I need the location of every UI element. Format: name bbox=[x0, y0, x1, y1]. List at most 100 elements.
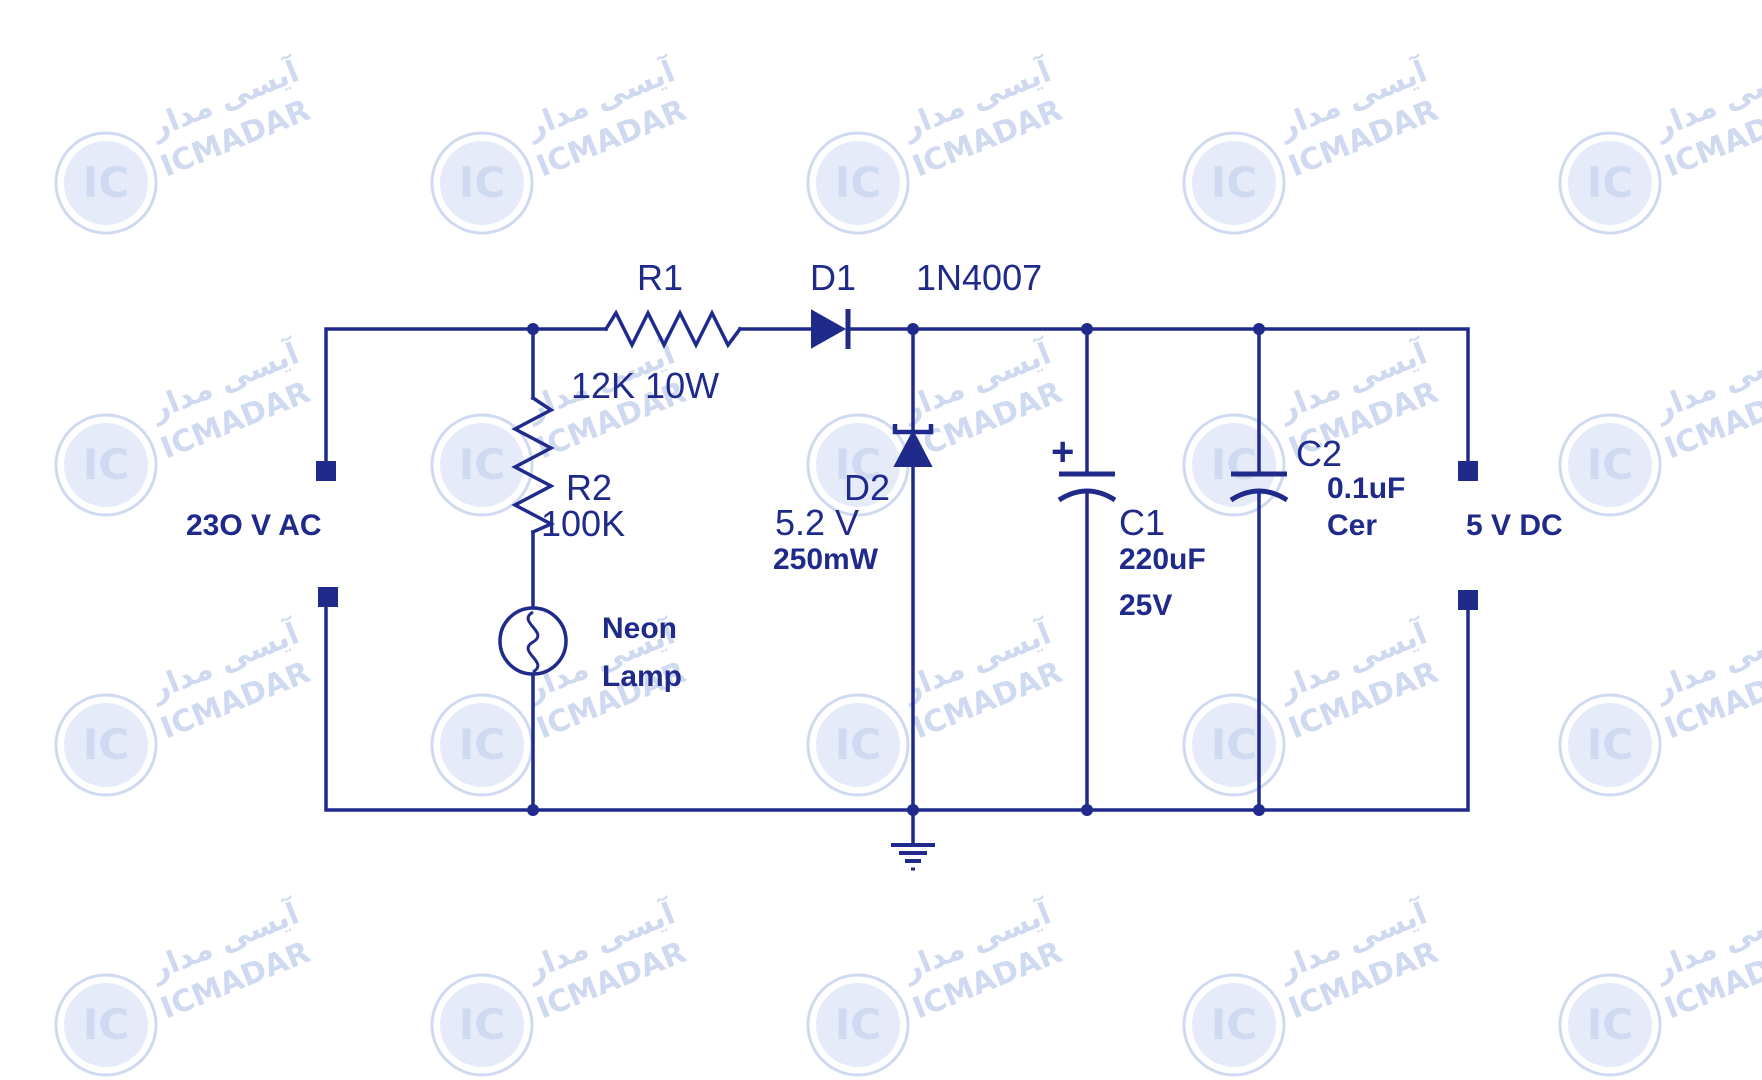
junction-dot bbox=[527, 804, 539, 816]
junction-dot bbox=[907, 804, 919, 816]
svg-text:IC: IC bbox=[1211, 720, 1257, 769]
svg-text:آیسی مدار: آیسی مدار bbox=[1647, 334, 1762, 428]
svg-text:ICMADAR: ICMADAR bbox=[1660, 375, 1762, 466]
junction-dot bbox=[1081, 323, 1093, 335]
svg-text:ICMADAR: ICMADAR bbox=[1660, 93, 1762, 184]
svg-text:ICMADAR: ICMADAR bbox=[1284, 93, 1443, 184]
svg-text:آیسی مدار: آیسی مدار bbox=[895, 334, 1056, 428]
svg-text:IC: IC bbox=[1587, 158, 1633, 207]
neon-label-line1: Neon bbox=[602, 612, 677, 645]
svg-text:ICMADAR: ICMADAR bbox=[1660, 935, 1762, 1026]
svg-text:IC: IC bbox=[1211, 1000, 1257, 1049]
junction-dot bbox=[907, 323, 919, 335]
svg-text:IC: IC bbox=[83, 720, 129, 769]
r2-value-label: 100K bbox=[541, 503, 625, 544]
svg-text:IC: IC bbox=[1587, 1000, 1633, 1049]
ac-terminal-top bbox=[316, 461, 336, 481]
svg-text:آیسی مدار: آیسی مدار bbox=[1271, 52, 1432, 146]
junction-dot bbox=[1253, 323, 1265, 335]
svg-text:آیسی مدار: آیسی مدار bbox=[1647, 614, 1762, 708]
dc-terminal-top bbox=[1458, 461, 1478, 481]
d1-name-label: D1 bbox=[810, 257, 856, 298]
svg-text:IC: IC bbox=[83, 158, 129, 207]
svg-text:آیسی مدار: آیسی مدار bbox=[1271, 334, 1432, 428]
svg-text:آیسی مدار: آیسی مدار bbox=[143, 52, 304, 146]
svg-text:آیسی مدار: آیسی مدار bbox=[519, 894, 680, 988]
junction-dot bbox=[527, 323, 539, 335]
svg-text:IC: IC bbox=[835, 158, 881, 207]
svg-text:آیسی مدار: آیسی مدار bbox=[143, 334, 304, 428]
svg-text:IC: IC bbox=[1587, 720, 1633, 769]
c1-capacitor-symbol bbox=[1057, 471, 1117, 503]
c2-name-label: C2 bbox=[1296, 433, 1342, 474]
neon-lamp-symbol bbox=[498, 606, 568, 676]
d1-diode-symbol bbox=[811, 309, 851, 349]
bottom-wire-left bbox=[324, 598, 1470, 812]
svg-text:آیسی مدار: آیسی مدار bbox=[1647, 52, 1762, 146]
dc-terminal-bottom bbox=[1458, 590, 1478, 610]
svg-text:ICMADAR: ICMADAR bbox=[156, 93, 315, 184]
svg-text:آیسی مدار: آیسی مدار bbox=[895, 894, 1056, 988]
svg-text:ICMADAR: ICMADAR bbox=[908, 375, 1067, 466]
svg-text:ICMADAR: ICMADAR bbox=[532, 935, 691, 1026]
svg-text:IC: IC bbox=[835, 1000, 881, 1049]
terminals bbox=[316, 461, 1478, 610]
junction-dot bbox=[1253, 804, 1265, 816]
svg-text:آیسی مدار: آیسی مدار bbox=[895, 614, 1056, 708]
d2-voltage-label: 5.2 V bbox=[775, 502, 859, 543]
ground-symbol bbox=[891, 843, 935, 871]
dc-output-label: 5 V DC bbox=[1466, 509, 1563, 542]
d2-power-label: 250mW bbox=[773, 543, 879, 576]
r2-resistor-symbol bbox=[511, 395, 556, 535]
svg-text:ICMADAR: ICMADAR bbox=[908, 655, 1067, 746]
svg-text:ICMADAR: ICMADAR bbox=[908, 93, 1067, 184]
neon-label-line2: Lamp bbox=[602, 660, 682, 693]
top-wire-right bbox=[846, 327, 1470, 472]
c1-name-label: C1 bbox=[1119, 502, 1165, 543]
ac-terminal-bottom bbox=[318, 587, 338, 607]
c2-capacitor-symbol bbox=[1229, 471, 1289, 503]
svg-text:آیسی مدار: آیسی مدار bbox=[895, 52, 1056, 146]
svg-text:آیسی مدار: آیسی مدار bbox=[143, 614, 304, 708]
c1-polarity-mark: + bbox=[1051, 430, 1074, 474]
svg-text:IC: IC bbox=[83, 440, 129, 489]
top-wire-left bbox=[324, 327, 608, 472]
svg-text:IC: IC bbox=[1587, 440, 1633, 489]
r1-resistor-symbol bbox=[603, 309, 743, 349]
svg-text:ICMADAR: ICMADAR bbox=[156, 935, 315, 1026]
svg-text:IC: IC bbox=[1211, 440, 1257, 489]
c2-type-label: Cer bbox=[1327, 509, 1377, 542]
svg-text:آیسی مدار: آیسی مدار bbox=[143, 894, 304, 988]
c2-value-label: 0.1uF bbox=[1327, 472, 1405, 505]
svg-text:ICMADAR: ICMADAR bbox=[1660, 655, 1762, 746]
svg-text:IC: IC bbox=[459, 720, 505, 769]
r1-name-label: R1 bbox=[637, 257, 683, 298]
ac-input-label: 23O V AC bbox=[186, 509, 322, 542]
d1-part-label: 1N4007 bbox=[916, 257, 1042, 298]
svg-text:IC: IC bbox=[1211, 158, 1257, 207]
junctions bbox=[527, 323, 1265, 816]
labels: 23O V AC 5 V DC R1 12K 10W D1 1N4007 R2 … bbox=[186, 257, 1563, 693]
svg-text:IC: IC bbox=[459, 440, 505, 489]
svg-text:ICMADAR: ICMADAR bbox=[908, 935, 1067, 1026]
svg-text:ICMADAR: ICMADAR bbox=[532, 93, 691, 184]
svg-text:آیسی مدار: آیسی مدار bbox=[1271, 614, 1432, 708]
svg-text:آیسی مدار: آیسی مدار bbox=[1271, 894, 1432, 988]
svg-text:IC: IC bbox=[835, 720, 881, 769]
